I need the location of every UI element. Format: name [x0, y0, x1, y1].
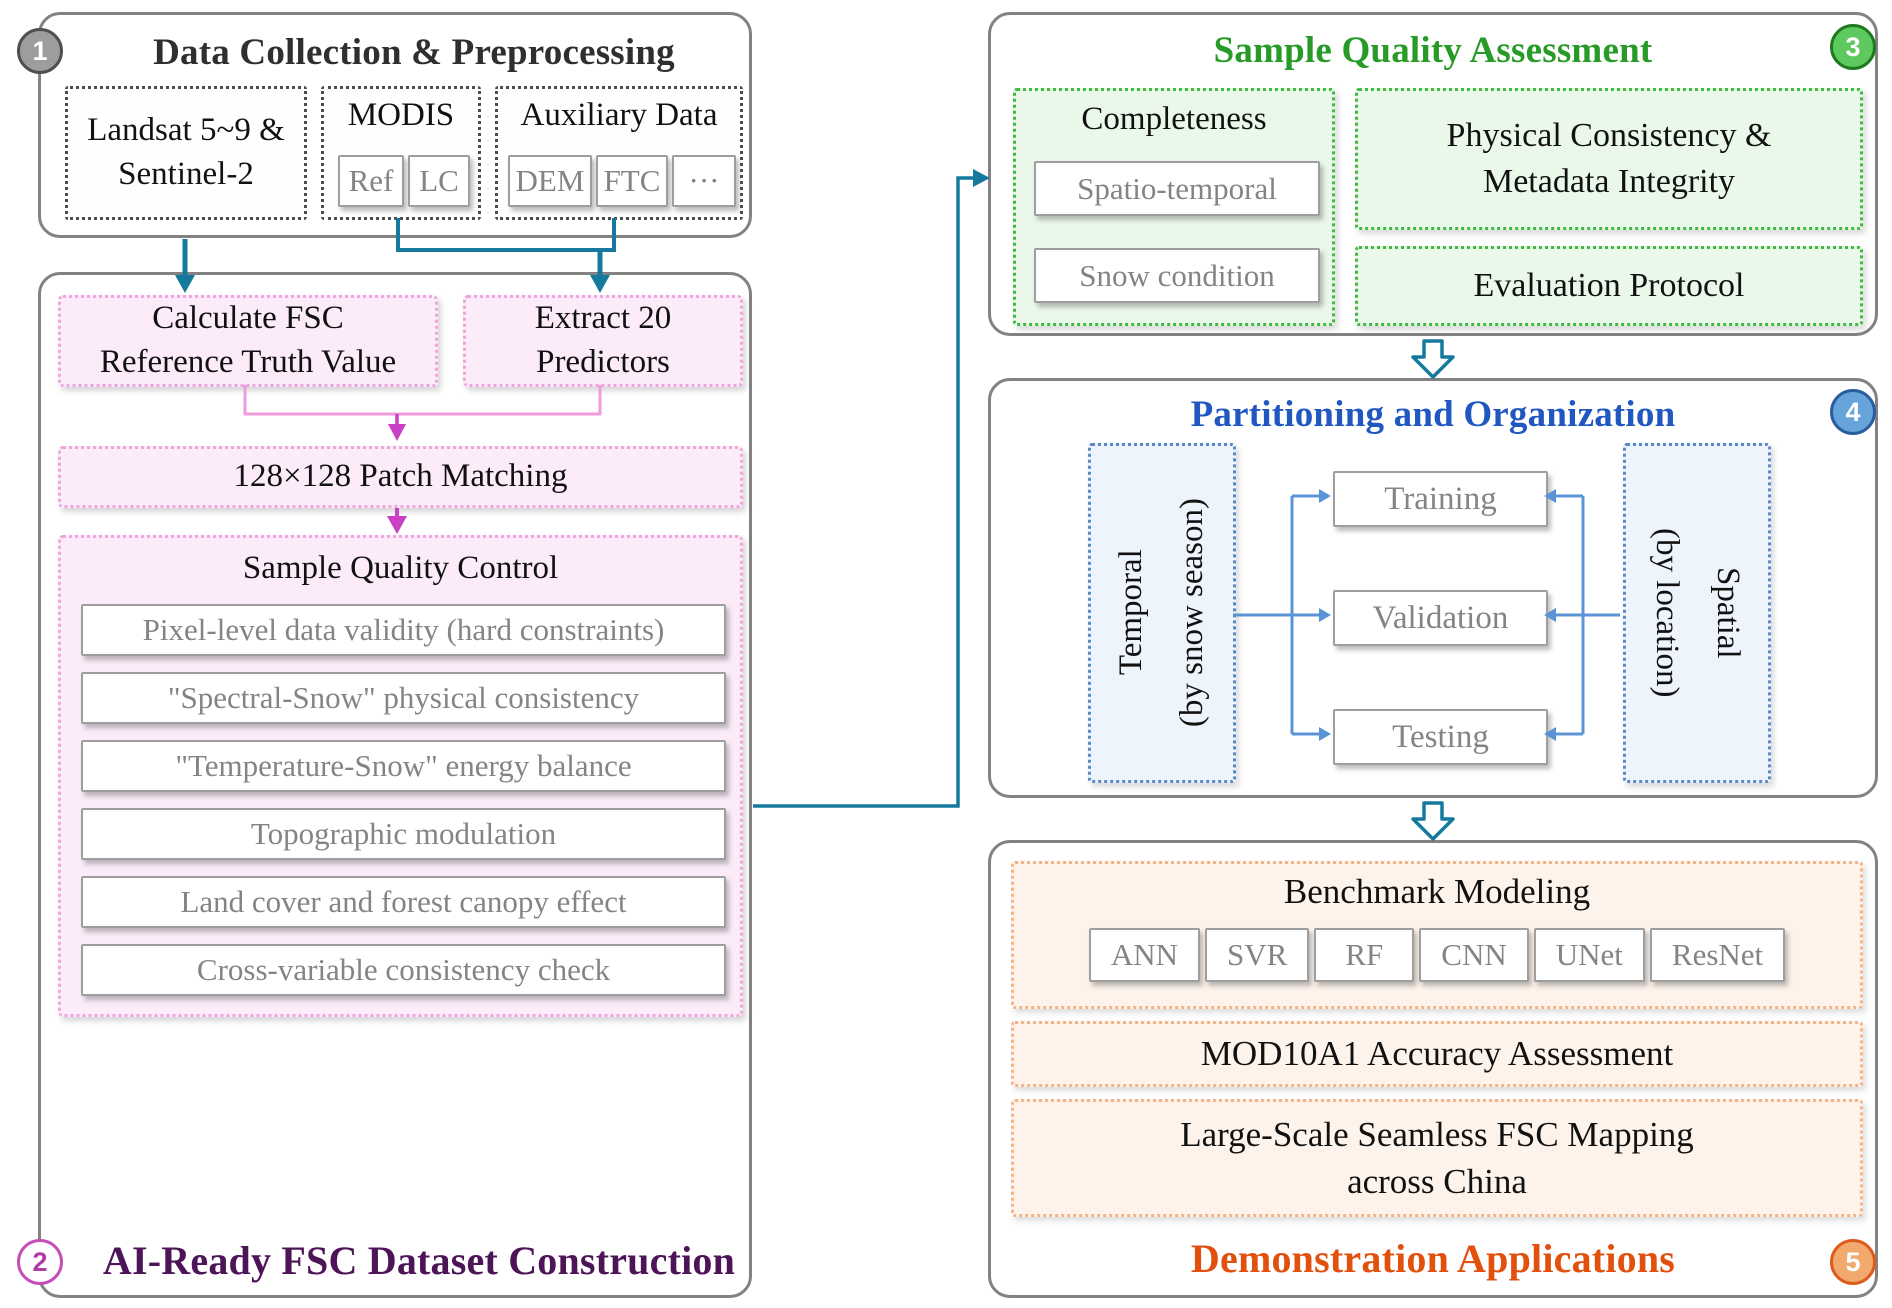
dem-chip: DEM: [508, 155, 592, 207]
model-chip-unet: UNet: [1533, 928, 1645, 982]
model-chip-row: ANN SVR RF CNN UNet ResNet: [1014, 928, 1860, 982]
physical-consistency-box: Physical Consistency & Metadata Integrit…: [1355, 88, 1863, 230]
modis-box: MODIS Ref LC: [321, 86, 481, 220]
arrow-dataset-to-assessment: [753, 169, 990, 808]
benchmark-title: Benchmark Modeling: [1283, 872, 1591, 911]
quality-check-item: Cross-variable consistency check: [81, 944, 726, 996]
quality-check-item: "Spectral-Snow" physical consistency: [81, 672, 726, 724]
auxiliary-data-box: Auxiliary Data DEM FTC ···: [495, 86, 743, 220]
testing-split-box: Testing: [1333, 709, 1548, 765]
panel5-title: Demonstration Applications: [1190, 1236, 1676, 1281]
ftc-chip: FTC: [596, 155, 668, 207]
quality-check-item: Land cover and forest canopy effect: [81, 876, 726, 928]
model-chip-ann: ANN: [1088, 928, 1200, 982]
extract-predictors-box: Extract 20 Predictors: [463, 295, 743, 387]
landsat-sentinel-box: Landsat 5~9 & Sentinel-2: [65, 86, 307, 220]
physical-line1: Physical Consistency &: [1446, 117, 1772, 155]
temporal-line1: Temporal: [1112, 550, 1149, 676]
modis-title: MODIS: [347, 97, 455, 133]
step-3-badge: 3: [1830, 24, 1876, 70]
landsat-line1: Landsat 5~9 &: [87, 112, 285, 149]
block-arrow-4-to-5: [1411, 801, 1455, 841]
panel3-title: Sample Quality Assessment: [1213, 30, 1653, 71]
spatial-line2: (by location): [1649, 528, 1685, 698]
landsat-line2: Sentinel-2: [118, 156, 254, 192]
quality-check-item: "Temperature-Snow" energy balance: [81, 740, 726, 792]
snow-condition-chip: Snow condition: [1034, 248, 1320, 303]
panel-quality-assessment: Sample Quality Assessment Completeness S…: [988, 12, 1878, 336]
temporal-partition-box: Temporal (by snow season): [1088, 443, 1236, 783]
model-chip-cnn: CNN: [1419, 928, 1529, 982]
evaluation-protocol-box: Evaluation Protocol: [1355, 246, 1863, 326]
patch-matching-box: 128×128 Patch Matching: [58, 446, 743, 508]
spatial-line1: Spatial: [1710, 567, 1747, 659]
model-chip-resnet: ResNet: [1649, 928, 1786, 982]
benchmark-modeling-box: Benchmark Modeling ANN SVR RF CNN UNet R…: [1011, 861, 1863, 1009]
panel-data-collection: Data Collection & Preprocessing Landsat …: [38, 12, 752, 238]
temporal-line2: (by snow season): [1174, 498, 1210, 728]
completeness-title: Completeness: [1081, 101, 1267, 137]
training-split-box: Training: [1333, 471, 1548, 527]
calc-fsc-line1: Calculate FSC: [152, 300, 344, 337]
panel-dataset-construction: Calculate FSC Reference Truth Value Extr…: [38, 272, 752, 1298]
spatial-partition-box: Spatial (by location): [1623, 443, 1771, 783]
more-data-chip: ···: [672, 155, 736, 207]
extract-line1: Extract 20: [534, 300, 672, 337]
modis-ref-chip: Ref: [338, 155, 404, 207]
spatio-temporal-chip: Spatio-temporal: [1034, 161, 1320, 216]
step-4-badge: 4: [1830, 389, 1876, 435]
fsc-mapping-box: Large-Scale Seamless FSC Mapping across …: [1011, 1099, 1863, 1217]
step-5-badge: 5: [1830, 1239, 1876, 1285]
physical-line2: Metadata Integrity: [1482, 163, 1736, 200]
modis-lc-chip: LC: [408, 155, 470, 207]
block-arrow-3-to-4: [1411, 339, 1455, 379]
quality-check-item: Pixel-level data validity (hard constrai…: [81, 604, 726, 656]
extract-line2: Predictors: [536, 344, 670, 380]
panel-partitioning: Partitioning and Organization Temporal (…: [988, 378, 1878, 798]
quality-control-title: Sample Quality Control: [242, 550, 559, 586]
completeness-box: Completeness Spatio-temporal Snow condit…: [1013, 88, 1335, 326]
sample-quality-control-box: Sample Quality Control Pixel-level data …: [58, 535, 743, 1017]
validation-split-box: Validation: [1333, 590, 1548, 646]
panel1-title: Data Collection & Preprocessing: [153, 32, 675, 73]
mapping-line2: across China: [1347, 1162, 1527, 1201]
model-chip-svr: SVR: [1204, 928, 1310, 982]
mod10a1-assessment-box: MOD10A1 Accuracy Assessment: [1011, 1021, 1863, 1087]
mapping-line1: Large-Scale Seamless FSC Mapping: [1180, 1114, 1694, 1154]
calc-fsc-line2: Reference Truth Value: [99, 344, 397, 380]
quality-check-item: Topographic modulation: [81, 808, 726, 860]
model-chip-rf: RF: [1314, 928, 1415, 982]
step-1-badge: 1: [17, 28, 63, 74]
panel4-title: Partitioning and Organization: [1190, 394, 1676, 435]
panel-demonstration: Benchmark Modeling ANN SVR RF CNN UNet R…: [988, 840, 1878, 1298]
auxiliary-title: Auxiliary Data: [520, 97, 718, 133]
calc-fsc-box: Calculate FSC Reference Truth Value: [58, 295, 438, 387]
panel2-title: AI-Ready FSC Dataset Construction: [102, 1238, 736, 1283]
step-2-badge: 2: [17, 1239, 63, 1285]
